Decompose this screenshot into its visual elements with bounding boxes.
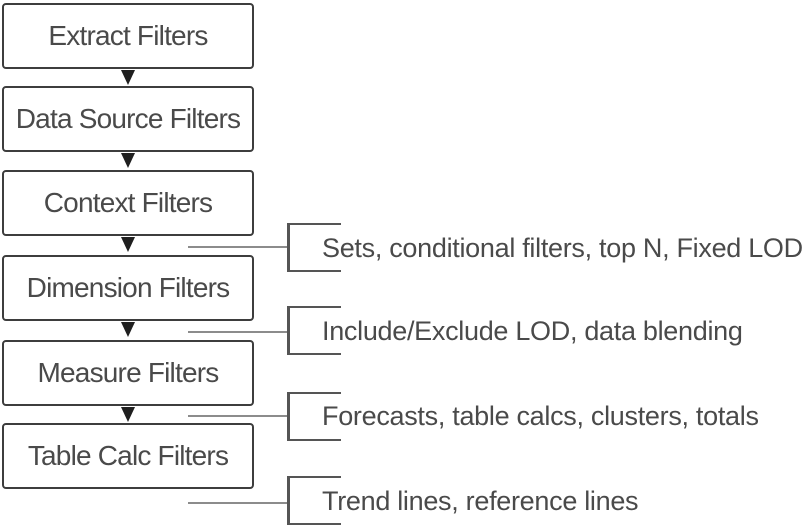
down-arrow-icon (121, 153, 135, 168)
annotation-bracket (287, 392, 341, 441)
flow-box-dimension-filters: Dimension Filters (2, 255, 254, 321)
down-arrow-icon (121, 322, 135, 337)
flow-box-label: Data Source Filters (15, 103, 241, 134)
annotation-connector-line (188, 415, 288, 417)
flow-box-label: Context Filters (43, 187, 213, 218)
flow-box-label: Dimension Filters (26, 272, 230, 303)
annotation-connector-line (188, 331, 288, 333)
annotation-bracket (287, 476, 341, 525)
flow-box-label: Extract Filters (48, 20, 208, 51)
flow-box-measure-filters: Measure Filters (2, 340, 254, 406)
annotation-text-table-calc-filters: Forecasts, table calcs, clusters, totals (322, 401, 759, 431)
annotation-text-trend-lines: Trend lines, reference lines (322, 486, 639, 516)
flow-box-table-calc-filters: Table Calc Filters (2, 423, 254, 489)
annotation-bracket (287, 223, 341, 272)
annotation-text-measure-filters: Include/Exclude LOD, data blending (322, 316, 743, 346)
flow-box-extract-filters: Extract Filters (2, 3, 254, 69)
flow-box-context-filters: Context Filters (2, 170, 254, 236)
annotation-text-dimension-filters: Sets, conditional filters, top N, Fixed … (322, 233, 803, 263)
down-arrow-icon (121, 70, 135, 85)
flow-box-label: Table Calc Filters (27, 440, 229, 471)
flow-box-data-source-filters: Data Source Filters (2, 86, 254, 152)
flow-box-label: Measure Filters (37, 357, 220, 388)
annotation-bracket (287, 306, 341, 355)
annotation-connector-line (188, 246, 288, 248)
annotation-connector-line (188, 502, 288, 504)
down-arrow-icon (121, 237, 135, 252)
down-arrow-icon (121, 407, 135, 422)
